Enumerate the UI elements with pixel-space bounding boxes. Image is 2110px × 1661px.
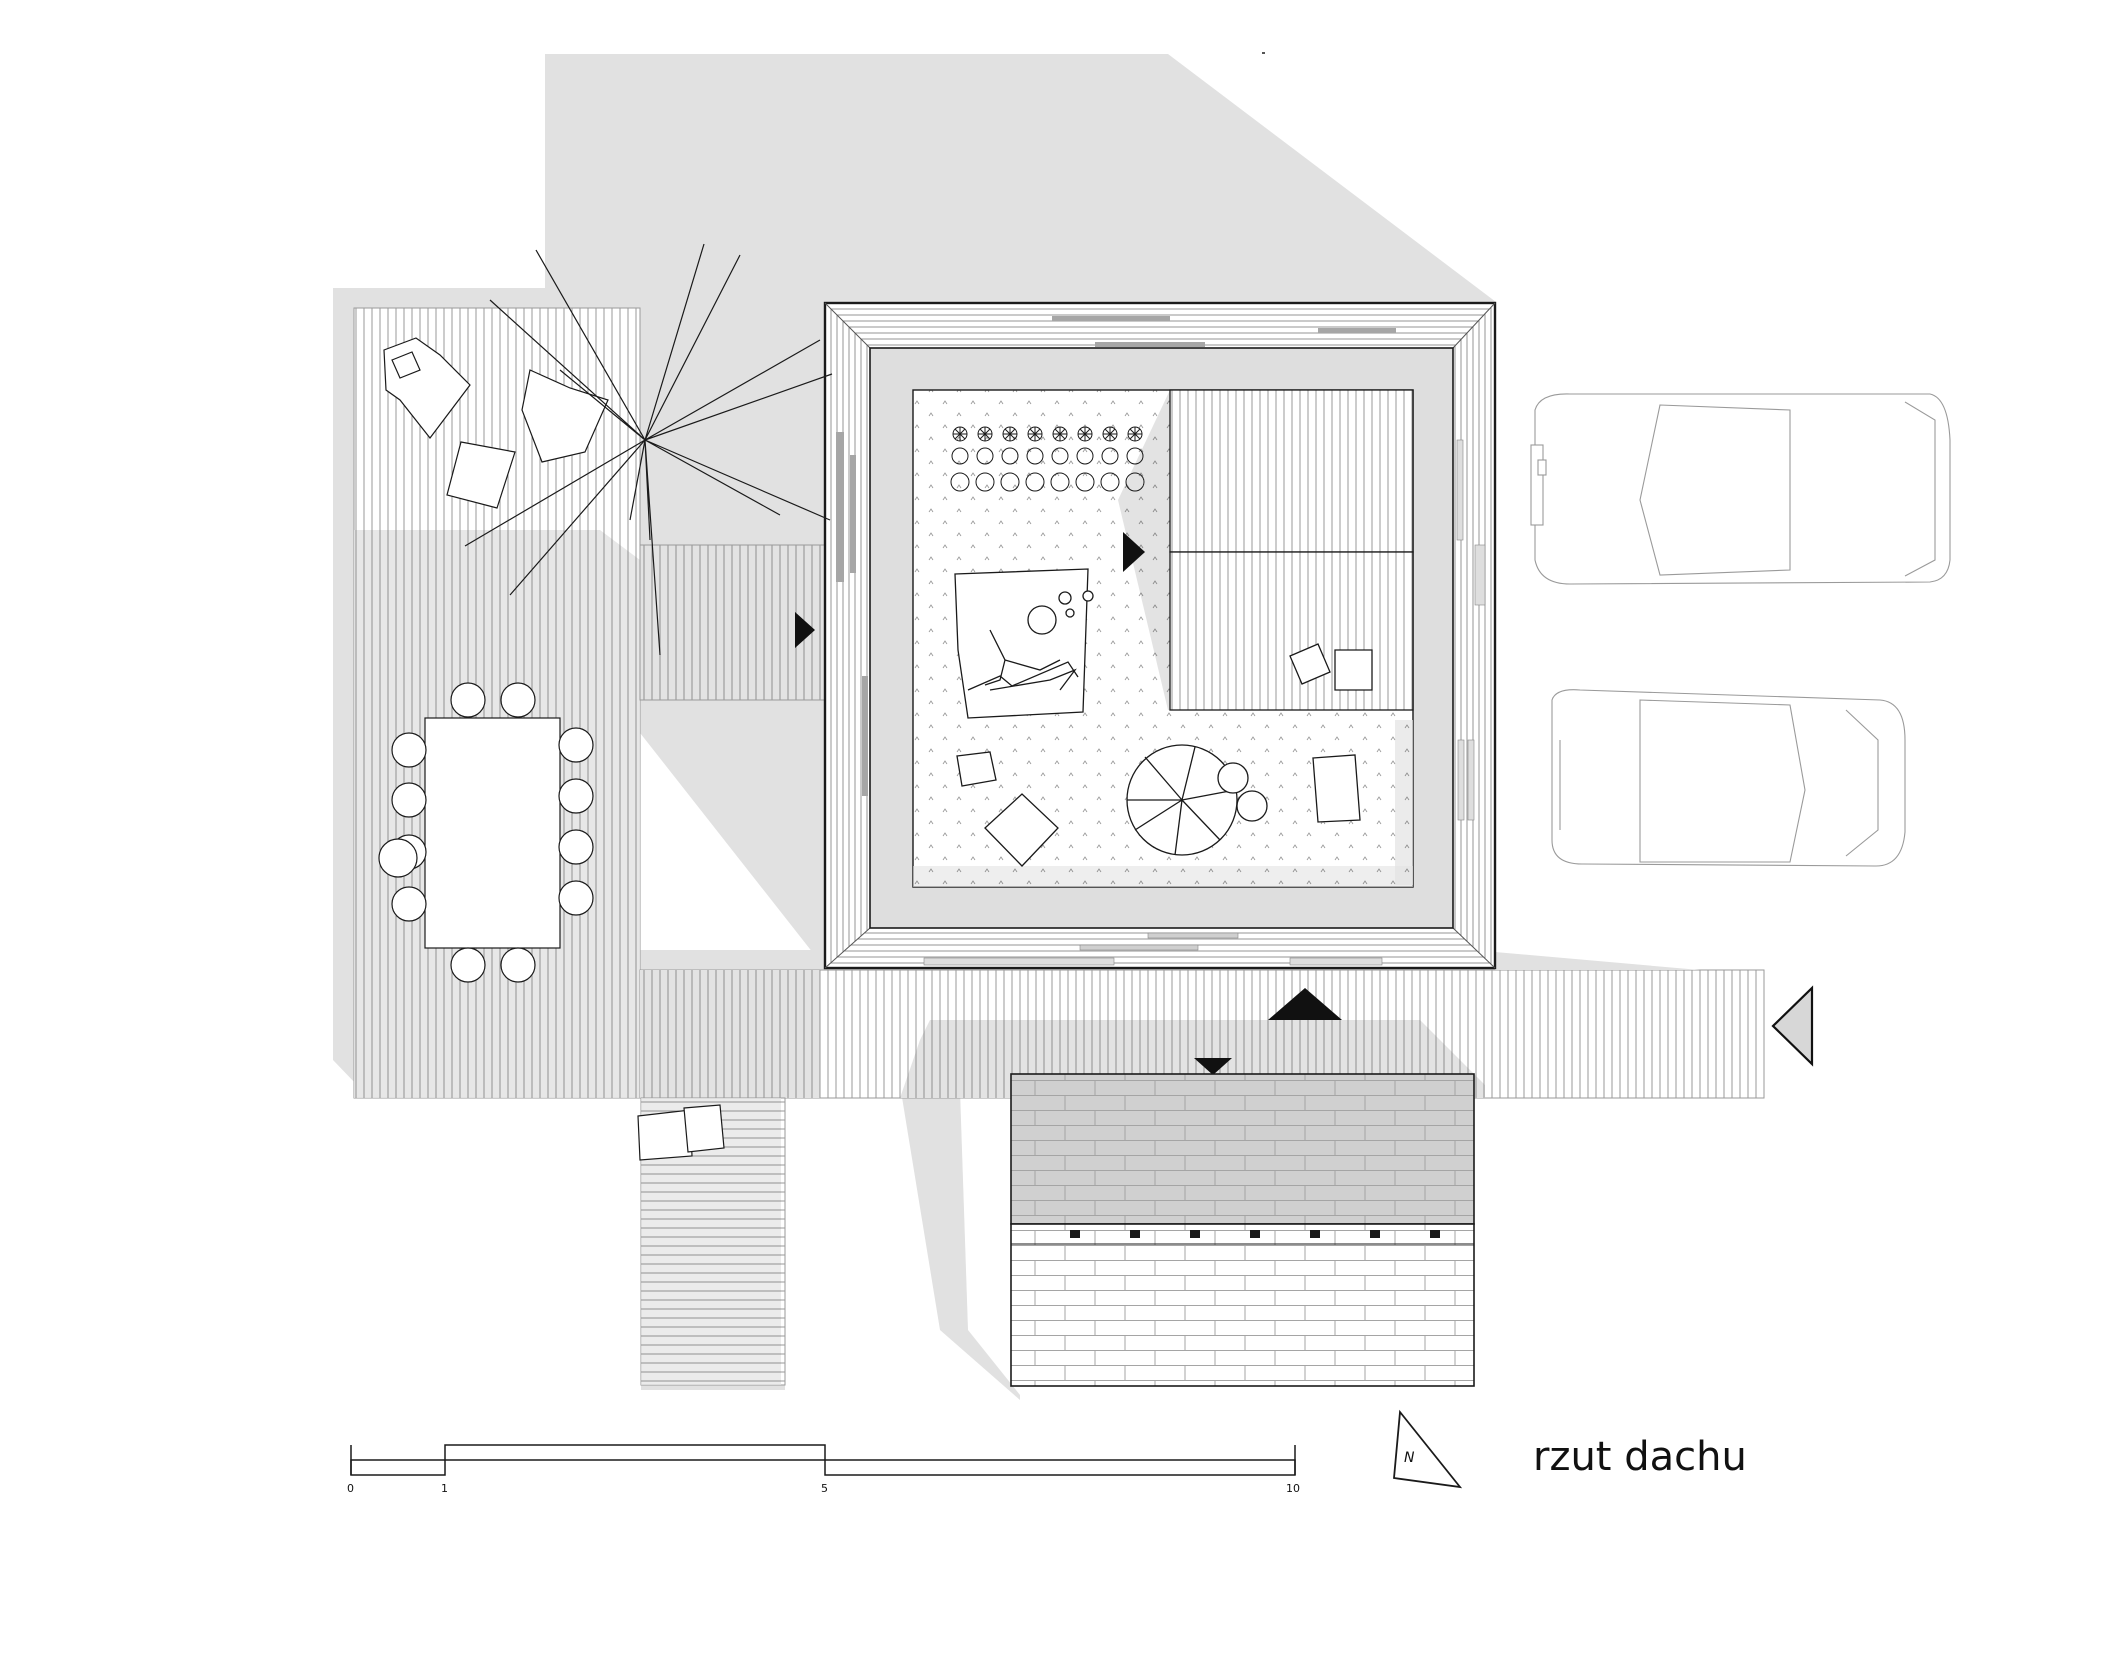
north-label: N <box>1404 1450 1415 1466</box>
scale-tick-0: 0 <box>347 1482 354 1495</box>
survey-mark <box>1262 52 1265 54</box>
car-top <box>1530 393 1951 585</box>
planting-rows <box>950 426 1145 492</box>
scale-tick-5: 5 <box>821 1482 828 1495</box>
north-arrow-icon <box>1393 1409 1463 1489</box>
tree-branches <box>464 243 833 656</box>
scale-bar <box>350 1444 1296 1476</box>
parking-paving <box>1010 1073 1475 1387</box>
deck-furniture <box>378 337 609 983</box>
entrance-markers <box>795 532 1814 1075</box>
green-roof-terrace <box>912 389 1414 888</box>
scale-tick-10: 10 <box>1286 1482 1300 1495</box>
drawing-title: rzut dachu <box>1533 1434 1747 1480</box>
scale-tick-1: 1 <box>441 1482 448 1495</box>
car-bottom <box>1551 689 1906 867</box>
wooden-deck-west <box>353 307 641 1099</box>
roof-furniture <box>954 568 1373 867</box>
step-loungers <box>637 1104 725 1161</box>
